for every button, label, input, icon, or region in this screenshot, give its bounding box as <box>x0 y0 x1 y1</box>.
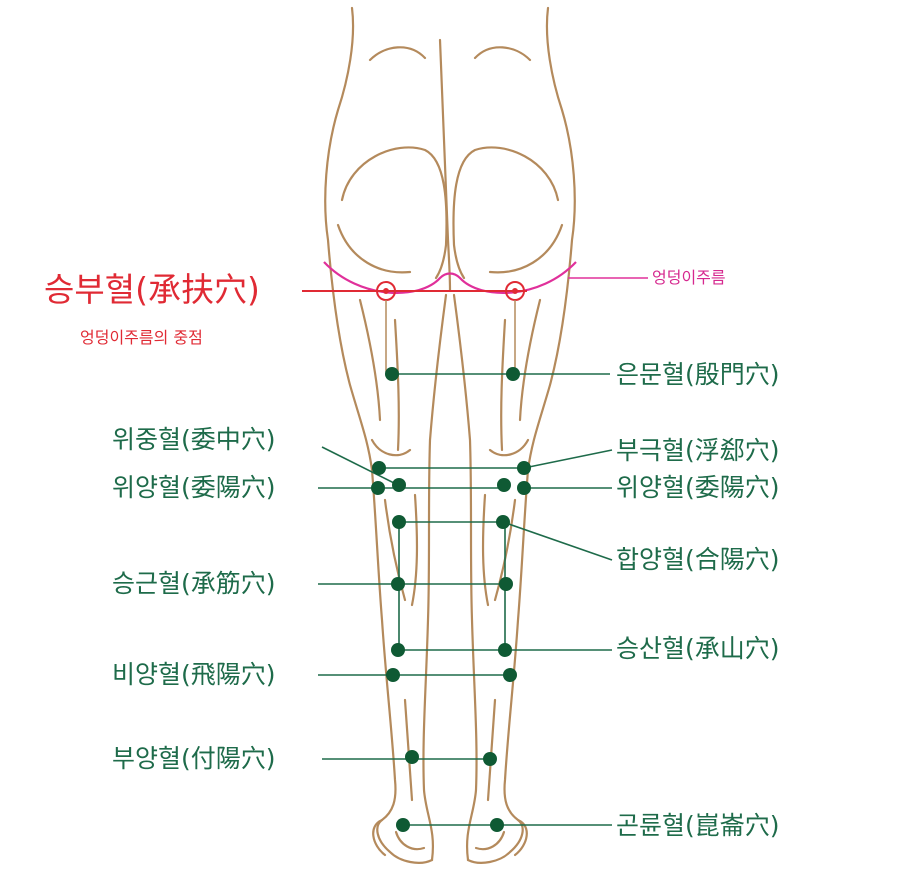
seungbu-markers <box>302 281 527 372</box>
wijung-point-left <box>392 478 406 492</box>
habyang-point-right <box>496 515 510 529</box>
habyang-line <box>502 521 613 561</box>
gollyun-point-right <box>490 818 504 832</box>
biyang-point-left <box>386 668 400 682</box>
habyang-label: 합양혈(合陽穴) <box>616 545 780 574</box>
wijung-point-right <box>497 478 511 492</box>
buyang-point-right <box>483 752 497 766</box>
biyang-point-right <box>503 668 517 682</box>
seungsan-point-left <box>391 643 405 657</box>
seungbu-note: 엉덩이주름의 중점 <box>80 328 203 347</box>
bugeuk-point-left <box>372 461 386 475</box>
seungbu-point-right-dot <box>512 288 518 294</box>
wijung-line <box>321 446 399 486</box>
wiyang-left-label: 위양혈(委陽穴) <box>112 473 276 502</box>
habyang-point-left <box>392 515 406 529</box>
bugeuk-line <box>523 449 613 469</box>
seungsan-point-right <box>498 643 512 657</box>
eunmun-label: 은문혈(殷門穴) <box>616 360 780 389</box>
wiyang-point-right <box>517 481 531 495</box>
gollyun-label: 곤륜혈(崑崙穴) <box>616 811 780 840</box>
seunggeun-point-right <box>499 577 513 591</box>
buyang-label: 부양혈(付陽穴) <box>112 744 276 773</box>
leader-lines <box>318 373 613 826</box>
eunmun-point-left <box>385 367 399 381</box>
seungbu-label: 승부혈(承扶穴) <box>44 270 260 309</box>
seungbu-point-left-dot <box>383 288 389 294</box>
wijung-label: 위중혈(委中穴) <box>112 425 276 454</box>
legs-back-outline <box>324 6 576 864</box>
biyang-label: 비양혈(飛陽穴) <box>112 660 276 689</box>
seunggeun-label: 승근혈(承筋穴) <box>112 569 276 598</box>
seunggeun-point-left <box>391 577 405 591</box>
wiyang-point-left <box>371 481 385 495</box>
seungsan-label: 승산혈(承山穴) <box>616 634 780 663</box>
eunmun-point-right <box>506 367 520 381</box>
buyang-point-left <box>405 750 419 764</box>
bugeuk-label: 부극혈(浮郄穴) <box>616 436 780 465</box>
gollyun-point-left <box>396 818 410 832</box>
wiyang-right-label: 위양혈(委陽穴) <box>616 473 780 502</box>
acupoint-dots <box>371 367 531 832</box>
crease-label: 엉덩이주름 <box>652 268 726 287</box>
bugeuk-point-right <box>517 461 531 475</box>
